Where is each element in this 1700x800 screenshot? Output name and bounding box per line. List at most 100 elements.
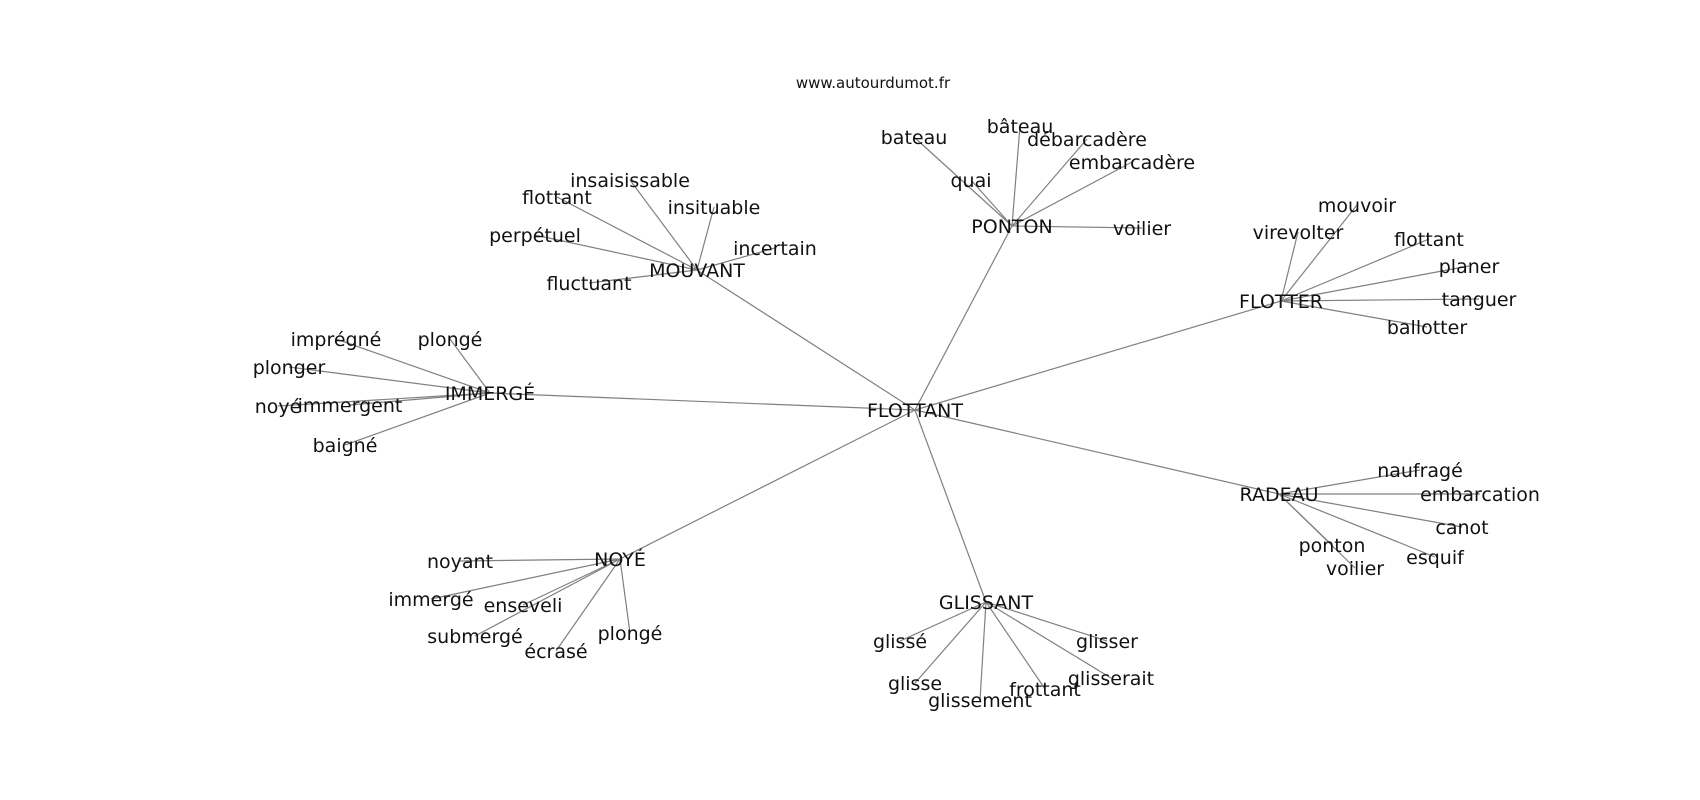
- edge-cluster-word: [1280, 238, 1430, 302]
- edge-cluster-word: [449, 338, 491, 394]
- edge-cluster-word: [979, 601, 987, 701]
- edge-cluster-word: [555, 558, 621, 652]
- word-node[interactable]: voilier: [1113, 218, 1171, 240]
- edge-cluster-word: [522, 558, 621, 606]
- word-node[interactable]: perpétuel: [489, 225, 581, 247]
- edge-root-cluster: [914, 300, 1282, 411]
- word-node[interactable]: débarcadère: [1027, 129, 1147, 151]
- edge-cluster-word: [277, 392, 491, 407]
- edge-cluster-word: [629, 179, 698, 271]
- cluster-node[interactable]: IMMERGÉ: [445, 382, 535, 405]
- edge-cluster-word: [619, 558, 631, 634]
- source-label: www.autourdumot.fr: [796, 74, 951, 92]
- word-node[interactable]: naufragé: [1377, 460, 1463, 482]
- word-node[interactable]: insituable: [668, 197, 761, 219]
- word-node[interactable]: noyé: [255, 396, 302, 418]
- edge-root-cluster: [489, 392, 916, 411]
- edge-root-cluster: [914, 409, 1280, 495]
- edge-cluster-word: [696, 247, 776, 271]
- edge-cluster-word: [474, 558, 621, 637]
- edge-root-cluster: [914, 409, 987, 603]
- edge-cluster-word: [1280, 231, 1299, 302]
- edge-cluster-word: [1278, 493, 1463, 528]
- graph-edges: [277, 125, 1480, 701]
- word-node[interactable]: ballotter: [1387, 317, 1467, 339]
- word-node[interactable]: plonger: [253, 357, 326, 379]
- word-node[interactable]: mouvoir: [1318, 195, 1396, 217]
- edge-cluster-word: [696, 206, 715, 271]
- word-node[interactable]: enseveli: [484, 595, 563, 617]
- word-node[interactable]: flottant: [1394, 229, 1464, 251]
- edge-root-cluster: [914, 225, 1013, 411]
- word-node[interactable]: glisse: [888, 673, 942, 695]
- word-node[interactable]: esquif: [1406, 547, 1465, 569]
- edge-cluster-word: [534, 234, 698, 271]
- edge-cluster-word: [985, 601, 1112, 679]
- edge-cluster-word: [335, 338, 491, 394]
- edge-cluster-word: [1011, 161, 1133, 227]
- cluster-node[interactable]: GLISSANT: [939, 592, 1034, 614]
- edge-cluster-word: [344, 392, 491, 446]
- word-node[interactable]: embarcation: [1420, 484, 1540, 506]
- word-node[interactable]: bâteau: [987, 116, 1054, 138]
- word-node[interactable]: incertain: [733, 238, 817, 260]
- edge-cluster-word: [1278, 493, 1436, 558]
- word-node[interactable]: immergé: [388, 589, 473, 611]
- word-node[interactable]: glisser: [1076, 631, 1138, 653]
- word-node[interactable]: quai: [950, 170, 991, 192]
- word-node[interactable]: plongé: [598, 623, 663, 645]
- word-node[interactable]: glisserait: [1068, 668, 1154, 690]
- cluster-node[interactable]: FLOTTER: [1239, 291, 1323, 313]
- cluster-node[interactable]: MOUVANT: [649, 260, 745, 282]
- cluster-node[interactable]: RADEAU: [1240, 484, 1319, 506]
- edge-cluster-word: [430, 558, 621, 600]
- edge-cluster-word: [1278, 469, 1421, 495]
- edge-cluster-word: [588, 269, 698, 284]
- edge-cluster-word: [970, 179, 1013, 227]
- edge-cluster-word: [1011, 225, 1143, 229]
- edge-cluster-word: [1278, 493, 1356, 569]
- edge-root-cluster: [619, 409, 916, 560]
- edge-cluster-word: [899, 601, 987, 642]
- word-node[interactable]: frottant: [1009, 679, 1081, 701]
- word-node[interactable]: canot: [1435, 517, 1488, 539]
- edge-cluster-word: [1011, 125, 1021, 227]
- edge-cluster-word: [1280, 204, 1358, 302]
- word-node[interactable]: immergent: [298, 395, 403, 417]
- edge-cluster-word: [985, 601, 1108, 642]
- word-node[interactable]: noyant: [427, 551, 493, 573]
- word-node[interactable]: ponton: [1299, 535, 1366, 557]
- word-node[interactable]: baigné: [313, 435, 378, 457]
- edge-cluster-word: [288, 366, 491, 394]
- root-node[interactable]: FLOTTANT: [867, 400, 963, 422]
- word-node[interactable]: glissé: [873, 631, 927, 653]
- word-node[interactable]: submergé: [427, 626, 522, 648]
- edge-cluster-word: [1280, 265, 1470, 302]
- word-node[interactable]: fluctuant: [546, 273, 631, 295]
- edge-cluster-word: [1280, 300, 1428, 328]
- word-node[interactable]: virevolter: [1253, 222, 1344, 244]
- edge-cluster-word: [1280, 298, 1480, 302]
- word-node[interactable]: plongé: [418, 329, 483, 351]
- edge-root-cluster: [696, 269, 916, 411]
- word-node[interactable]: glissement: [928, 690, 1032, 712]
- word-node[interactable]: planer: [1439, 256, 1500, 278]
- edge-cluster-word: [349, 392, 491, 406]
- edge-cluster-word: [1011, 138, 1088, 227]
- word-node[interactable]: tanguer: [1442, 289, 1517, 311]
- edge-cluster-word: [914, 601, 987, 684]
- cluster-node[interactable]: PONTON: [971, 216, 1052, 238]
- edge-cluster-word: [913, 136, 1013, 227]
- word-node[interactable]: flottant: [522, 187, 592, 209]
- word-node[interactable]: imprégné: [291, 329, 382, 351]
- cluster-node[interactable]: NOYÉ: [594, 548, 646, 571]
- word-node[interactable]: embarcadère: [1069, 152, 1195, 174]
- word-node[interactable]: écrasé: [524, 641, 587, 663]
- word-node[interactable]: insaisissable: [570, 170, 690, 192]
- edge-cluster-word: [985, 601, 1046, 690]
- word-node[interactable]: bateau: [881, 127, 948, 149]
- word-node[interactable]: voilier: [1326, 558, 1384, 580]
- edge-cluster-word: [556, 196, 698, 271]
